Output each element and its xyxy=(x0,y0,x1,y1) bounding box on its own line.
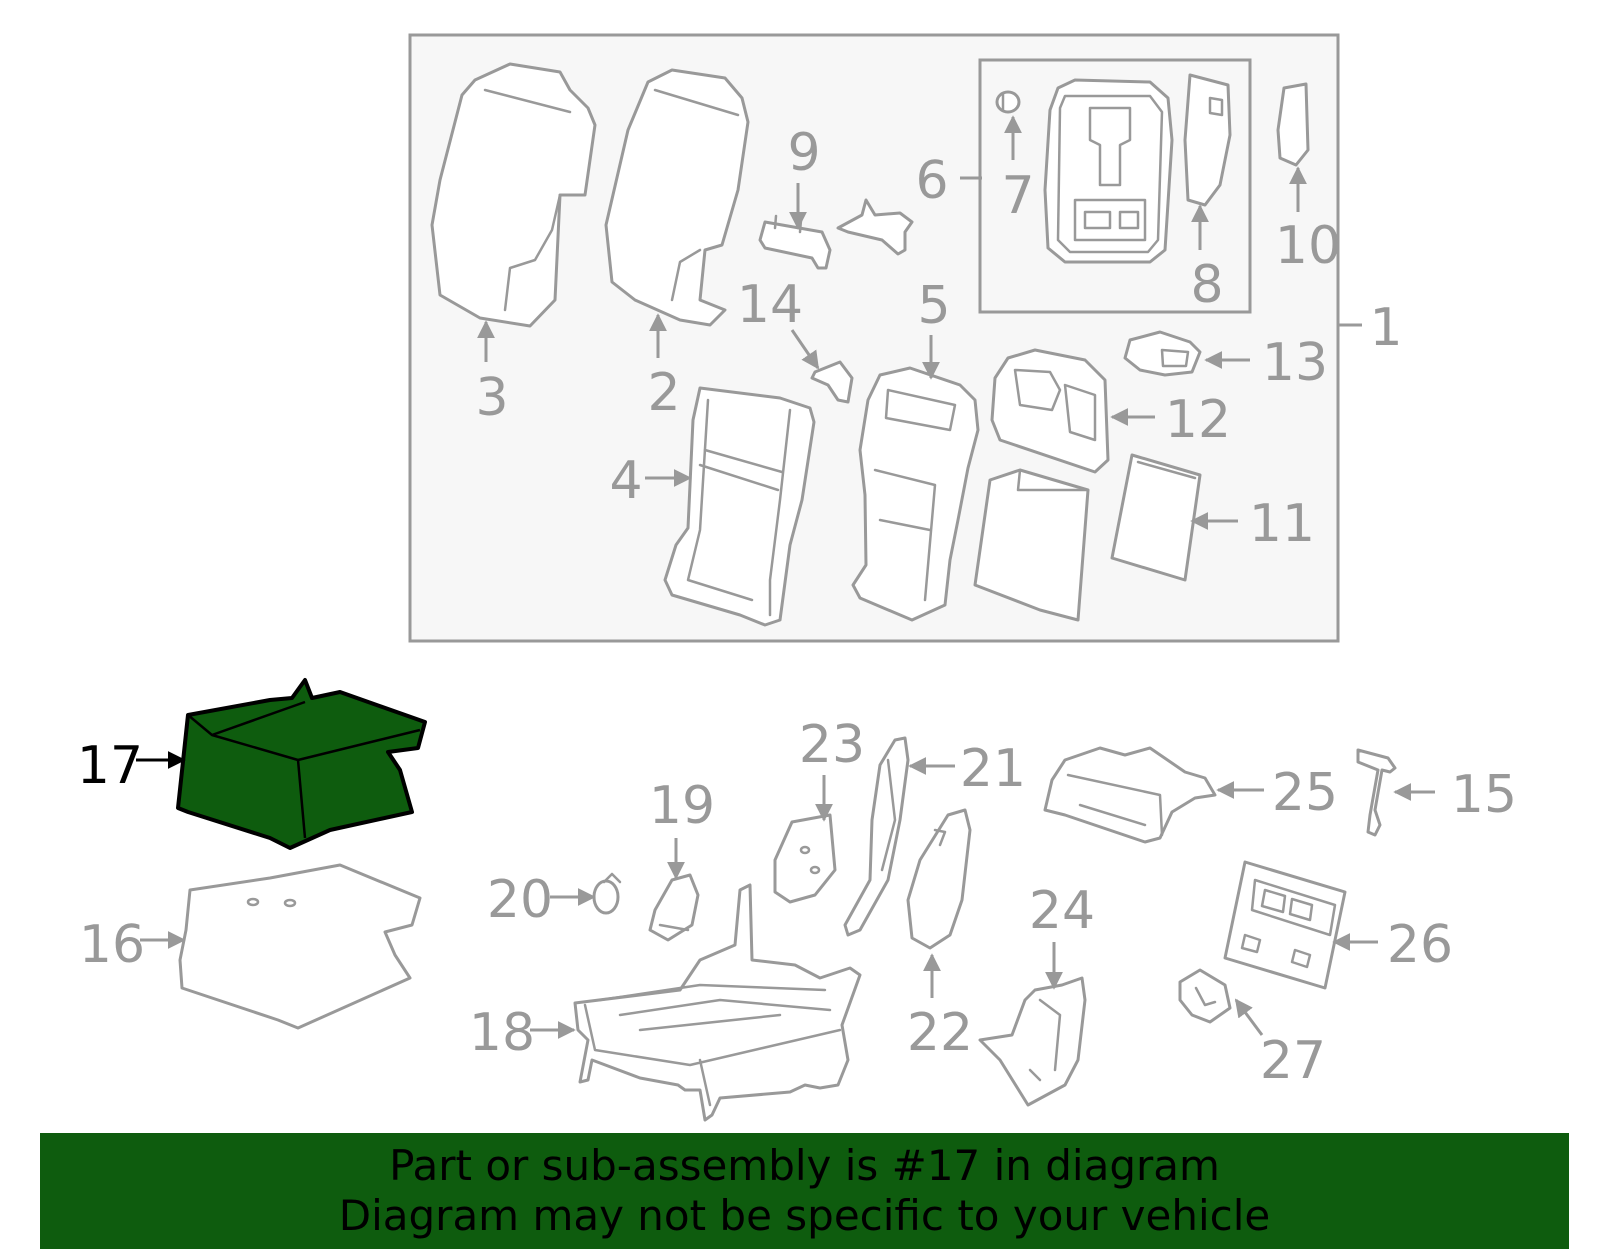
callout-24: 24 xyxy=(1029,881,1095,990)
svg-text:21: 21 xyxy=(960,739,1026,799)
part-13-cupholder-insert[interactable] xyxy=(1123,330,1202,377)
svg-text:7: 7 xyxy=(1001,166,1034,226)
callout-15: 15 xyxy=(1393,765,1517,825)
callout-2: 2 xyxy=(647,313,681,423)
svg-text:10: 10 xyxy=(1275,216,1341,276)
callout-1: 1 xyxy=(1338,298,1403,358)
callout-7: 7 xyxy=(1001,115,1035,226)
svg-text:22: 22 xyxy=(907,1003,973,1063)
part-14-clip[interactable] xyxy=(810,360,854,404)
part-3-seatback-cover[interactable] xyxy=(430,62,597,328)
callout-25: 25 xyxy=(1216,763,1338,823)
part-20-fitting[interactable] xyxy=(592,872,622,915)
part-18-seat-frame[interactable] xyxy=(573,883,862,1122)
part-25-tray-bracket[interactable] xyxy=(1043,746,1217,844)
callout-19: 19 xyxy=(649,776,715,880)
svg-text:18: 18 xyxy=(469,1003,535,1063)
svg-text:25: 25 xyxy=(1272,763,1338,823)
part-11-panel[interactable] xyxy=(1110,453,1202,582)
part-21-hinge-bracket[interactable] xyxy=(843,736,910,937)
svg-text:11: 11 xyxy=(1249,494,1315,554)
callout-16: 16 xyxy=(79,915,186,975)
part-2-seatback-pad[interactable] xyxy=(604,68,750,327)
svg-text:13: 13 xyxy=(1262,333,1328,393)
part-15-rod[interactable] xyxy=(1356,748,1397,837)
part-7-clip[interactable] xyxy=(995,90,1021,114)
part-26-switch-panel[interactable] xyxy=(1223,860,1347,990)
part-12-cupholder-housing[interactable] xyxy=(990,348,1110,474)
callout-17: 17 xyxy=(77,736,186,796)
callout-11: 11 xyxy=(1190,494,1315,554)
svg-text:3: 3 xyxy=(475,368,508,428)
svg-text:6: 6 xyxy=(915,151,948,211)
callout-27: 27 xyxy=(1234,998,1326,1091)
part-27-clip[interactable] xyxy=(1178,968,1232,1024)
callout-26: 26 xyxy=(1332,915,1453,975)
svg-text:24: 24 xyxy=(1029,881,1095,941)
part-6-armrest-tray[interactable] xyxy=(1043,78,1174,264)
part-10-handle[interactable] xyxy=(1276,82,1310,167)
part-4-seatback-frame[interactable] xyxy=(663,386,816,627)
part-17-seat-cushion-cover[interactable] xyxy=(176,678,427,850)
callout-6: 6 xyxy=(915,151,982,211)
svg-text:14: 14 xyxy=(737,275,803,335)
svg-text:15: 15 xyxy=(1451,765,1517,825)
part-23-side-cover[interactable] xyxy=(773,813,837,904)
callout-4: 4 xyxy=(609,451,692,511)
svg-text:27: 27 xyxy=(1260,1031,1326,1091)
svg-text:23: 23 xyxy=(799,715,865,775)
part-16-seat-cushion-pad[interactable] xyxy=(178,863,422,1030)
callout-12: 12 xyxy=(1110,390,1231,450)
armrest-lid xyxy=(973,468,1090,622)
callout-22: 22 xyxy=(907,953,973,1063)
svg-text:16: 16 xyxy=(79,915,145,975)
svg-text:5: 5 xyxy=(917,276,950,336)
svg-text:9: 9 xyxy=(787,123,820,183)
callout-21: 21 xyxy=(908,739,1026,799)
callout-9: 9 xyxy=(787,123,821,230)
callout-20: 20 xyxy=(487,870,596,930)
svg-text:2: 2 xyxy=(647,363,680,423)
part-24-trim-piece[interactable] xyxy=(978,976,1087,1107)
svg-text:20: 20 xyxy=(487,870,553,930)
svg-text:17: 17 xyxy=(77,736,143,796)
svg-text:8: 8 xyxy=(1190,255,1223,315)
callout-8: 8 xyxy=(1190,204,1224,315)
part-5-armrest-frame[interactable] xyxy=(851,366,980,622)
part-19-latch-cover[interactable] xyxy=(648,873,700,942)
part-8-trim-panel[interactable] xyxy=(1183,73,1232,207)
callout-18: 18 xyxy=(469,1003,576,1063)
info-banner: Part or sub-assembly is #17 in diagram D… xyxy=(40,1133,1569,1249)
callout-5: 5 xyxy=(917,276,951,380)
part-22-outer-shield[interactable] xyxy=(906,808,972,950)
banner-line-1: Part or sub-assembly is #17 in diagram xyxy=(389,1141,1220,1190)
callout-14: 14 xyxy=(737,275,820,370)
callout-10: 10 xyxy=(1275,166,1341,276)
svg-text:12: 12 xyxy=(1165,390,1231,450)
callout-13: 13 xyxy=(1204,333,1328,393)
svg-text:26: 26 xyxy=(1387,915,1453,975)
callout-3: 3 xyxy=(475,320,509,428)
svg-text:1: 1 xyxy=(1369,298,1402,358)
callout-23: 23 xyxy=(799,715,865,822)
svg-text:19: 19 xyxy=(649,776,715,836)
svg-text:4: 4 xyxy=(609,451,642,511)
banner-line-2: Diagram may not be specific to your vehi… xyxy=(338,1191,1271,1240)
